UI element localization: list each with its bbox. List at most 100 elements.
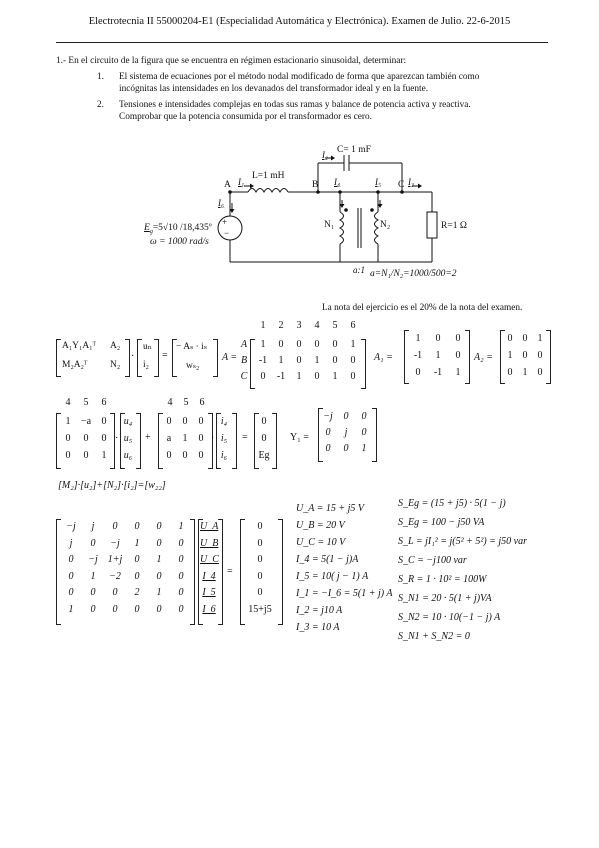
a1-cell: 1 xyxy=(435,350,441,361)
system-cell: 0 xyxy=(156,521,162,532)
system-cell: 0 xyxy=(156,570,162,582)
incidence-col-header: 2 xyxy=(278,320,284,331)
incidence-cell: 1 xyxy=(260,339,266,350)
incidence-cell: 1 xyxy=(296,371,302,382)
incidence-cell: -1 xyxy=(276,371,286,382)
system-cell: 1 xyxy=(134,537,140,549)
system-cell: 0 xyxy=(68,587,74,598)
system-cell: 0 xyxy=(134,521,140,532)
incidence-bracket-right xyxy=(361,339,366,389)
m-bracket-right xyxy=(110,413,115,469)
a2-cell: 1 xyxy=(522,367,528,378)
power-line: S_N2 = 10 · 10(−1 − j) A xyxy=(398,612,501,623)
label-node-b: B xyxy=(312,180,319,190)
system-cell: 0 xyxy=(134,570,140,582)
power-line: S_Eg = (15 + j5) · 5(1 − j) xyxy=(398,498,506,509)
ratio-formula: a=N₁/N₂=1000/500=2 xyxy=(370,269,457,279)
rhs-bracket-left xyxy=(240,519,245,625)
incidence-cell: 1 xyxy=(332,371,338,382)
label-i4: I₄ xyxy=(334,177,341,187)
system-cell: −j xyxy=(110,537,120,549)
power-line: S_Eg = 100 − j50 VA xyxy=(398,517,485,528)
label-i5: I₅ xyxy=(375,177,382,187)
power-line: S_R = 1 · 10² = 100W xyxy=(398,574,487,585)
label-capacitor: C= 1 mF xyxy=(337,145,371,155)
y1-cell: 0 xyxy=(343,411,349,422)
incidence-label: A = xyxy=(222,352,238,363)
n2-cell: 0 xyxy=(198,433,204,444)
a1-cell: 1 xyxy=(415,333,421,344)
label-n1: N₁ xyxy=(324,220,335,230)
a2-label: A₂ = xyxy=(474,352,493,363)
incidence-cell: 0 xyxy=(314,371,320,382)
label-inductor: L=1 mH xyxy=(252,171,285,181)
system-cell: 0 xyxy=(156,537,162,549)
power-line: S_L = jI₁² = j(5² + 5²) = j50 var xyxy=(398,536,527,547)
a1-cell: 0 xyxy=(435,333,441,344)
unknown-cell: U_C xyxy=(200,554,219,565)
system-cell: −j xyxy=(66,521,76,532)
m-bracket-left xyxy=(56,413,61,469)
a1-cell: 0 xyxy=(455,350,461,361)
incidence-cell: 0 xyxy=(332,339,338,350)
u2-cell: u₆ xyxy=(123,450,133,461)
item-2-number: 2. xyxy=(97,100,104,110)
a2-cell: 0 xyxy=(507,333,513,344)
a2-cell: 0 xyxy=(522,350,528,361)
result-line: I_5 = 10( j − 1) A xyxy=(296,571,369,582)
result-line: U_A = 15 + j5 V xyxy=(296,503,365,514)
system-cell: 0 xyxy=(134,554,140,565)
w2-cell: Eg xyxy=(258,450,270,461)
power-line: S_N1 = 20 · 5(1 + j)VA xyxy=(398,593,492,604)
a1-cell: 0 xyxy=(415,367,421,378)
result-line: U_B = 20 V xyxy=(296,520,345,531)
y1-cell: 1 xyxy=(361,443,367,454)
a1-label: A₁ = xyxy=(374,352,393,363)
transformer-col-header-n: 6 xyxy=(199,397,205,408)
m2-cell: 0 xyxy=(83,450,89,461)
incidence-col-header: 6 xyxy=(350,320,356,331)
a1-cell: 1 xyxy=(455,367,461,378)
y1-cell: 0 xyxy=(325,427,331,438)
result-line: I_4 = 5(1 − j)A xyxy=(296,554,359,565)
incidence-cell: 0 xyxy=(332,355,338,366)
n-bracket-left xyxy=(158,413,163,469)
label-n2: N₂ xyxy=(380,220,391,230)
incidence-col-header: 4 xyxy=(314,320,320,331)
incidence-cell: 0 xyxy=(296,339,302,350)
power-line: S_C = −j100 var xyxy=(398,555,467,566)
system-cell: 0 xyxy=(112,603,118,615)
system-cell: 0 xyxy=(112,521,118,532)
system-cell: 0 xyxy=(134,603,140,615)
label-i2: I₂ xyxy=(322,150,329,160)
system-cell: 0 xyxy=(178,603,184,615)
y1-cell: 0 xyxy=(343,443,349,454)
transformer-col-header-m: 6 xyxy=(101,397,107,408)
incidence-cell: -1 xyxy=(258,355,268,366)
a2-bracket-right xyxy=(546,330,551,384)
a2-cell: 0 xyxy=(537,367,543,378)
n-bracket-right xyxy=(208,413,213,469)
block-u-1: uₙ xyxy=(143,342,152,352)
system-cell: 1+j xyxy=(107,554,123,565)
incidence-cell: 1 xyxy=(314,355,320,366)
m2-cell: 0 xyxy=(65,433,71,444)
incidence-col-header: 1 xyxy=(260,320,266,331)
system-cell: 1 xyxy=(178,521,184,532)
a2-bracket-left xyxy=(500,330,505,384)
block-u-2: i₂ xyxy=(143,360,149,370)
incidence-bracket-left xyxy=(250,339,255,389)
y1-cell: 0 xyxy=(325,443,331,454)
source-minus: − xyxy=(224,228,229,238)
incidence-row-header: A xyxy=(240,339,248,350)
omega-value: ω = 1000 rad/s xyxy=(150,237,209,247)
block-lhs-bracket-left xyxy=(56,339,61,377)
a1-bracket-right xyxy=(465,330,470,384)
incidence-cell: 0 xyxy=(350,355,356,366)
system-cell: 2 xyxy=(134,587,140,598)
system-cell: 0 xyxy=(68,554,74,565)
rhs-cell: 0 xyxy=(257,537,263,549)
incidence-cell: 1 xyxy=(350,339,356,350)
y1-label: Y₁ = xyxy=(290,432,309,443)
a1-cell: -1 xyxy=(413,350,423,361)
